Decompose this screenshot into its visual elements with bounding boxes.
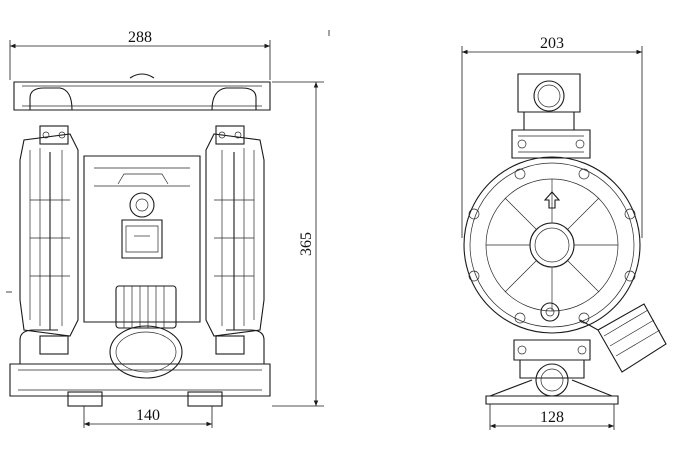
- front-height-dimension: 365: [272, 81, 324, 407]
- side-base-width-dimension: 128: [489, 404, 615, 430]
- front-width-label: 288: [128, 29, 152, 46]
- front-port-spacing-dimension: 140: [83, 406, 213, 428]
- side-width-dimension: 203: [461, 35, 643, 238]
- front-view: [9, 73, 271, 407]
- front-height-label: 365: [298, 232, 315, 256]
- side-width-label: 203: [540, 35, 564, 52]
- side-view: [463, 73, 667, 405]
- side-base-width-label: 128: [540, 409, 564, 426]
- front-width-dimension: 288: [9, 29, 271, 80]
- front-port-spacing-label: 140: [136, 407, 160, 424]
